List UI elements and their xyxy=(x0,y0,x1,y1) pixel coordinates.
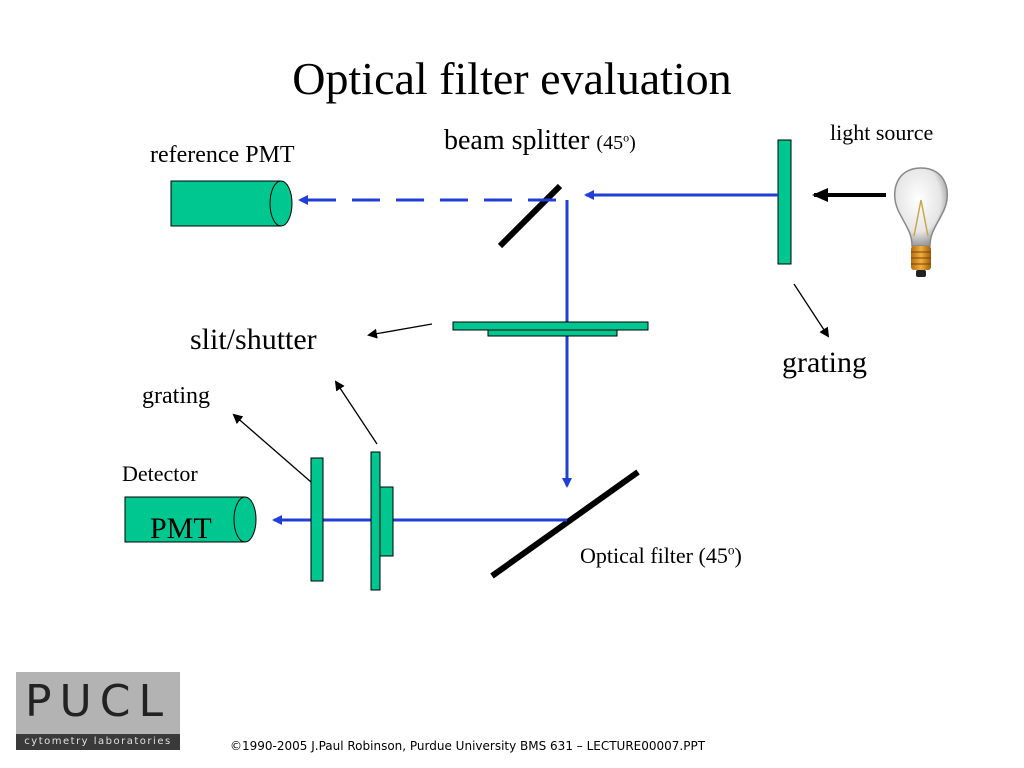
beam-splitter-text: beam splitter xyxy=(444,125,590,156)
grating-left-label: grating xyxy=(142,383,210,409)
beam-splitter-degree: o xyxy=(623,130,630,145)
beam-splitter-close: ) xyxy=(629,132,636,154)
pucl-logo-subtext: cytometry laboratories xyxy=(16,734,180,750)
grating-left xyxy=(310,457,324,582)
footer-copyright: ©1990-2005 J.Paul Robinson, Purdue Unive… xyxy=(230,739,706,753)
slit-assembly xyxy=(370,451,394,591)
grating-right-label: grating xyxy=(782,346,867,379)
grating-right-pointer xyxy=(793,283,830,338)
reference-pmt-label: reference PMT xyxy=(150,142,295,168)
beam-splitter-label: beam splitter (45o) xyxy=(444,125,636,157)
detector-pmt xyxy=(124,496,257,543)
optical-filter-label: Optical filter (45o) xyxy=(580,543,742,569)
beam-splitter-mirror xyxy=(497,183,563,249)
slit-shutter-label: slit/shutter xyxy=(190,323,317,356)
slide-title: Optical filter evaluation xyxy=(292,53,732,104)
grating-left-pointer xyxy=(232,413,312,483)
grating-right xyxy=(777,139,792,265)
optical-filter-close: ) xyxy=(734,543,742,568)
light-bulb-icon xyxy=(894,167,948,277)
pucl-logo-text: PUCL xyxy=(25,676,171,727)
pmt-label: PMT xyxy=(150,512,212,545)
optical-filter-text: Optical filter (45 xyxy=(580,543,728,568)
light-source-label: light source xyxy=(830,120,934,145)
slit-assembly-pointer xyxy=(334,380,378,445)
optical-filter-degree: o xyxy=(727,542,735,558)
pucl-logo: PUCL cytometry laboratories xyxy=(16,672,180,750)
slit-shutter xyxy=(452,321,649,337)
slit-shutter-pointer xyxy=(367,323,433,339)
detector-label: Detector xyxy=(122,461,198,486)
beam-splitter-angle: (45 xyxy=(596,132,624,154)
reference-pmt xyxy=(170,180,293,227)
optical-filter-mirror xyxy=(490,469,640,579)
